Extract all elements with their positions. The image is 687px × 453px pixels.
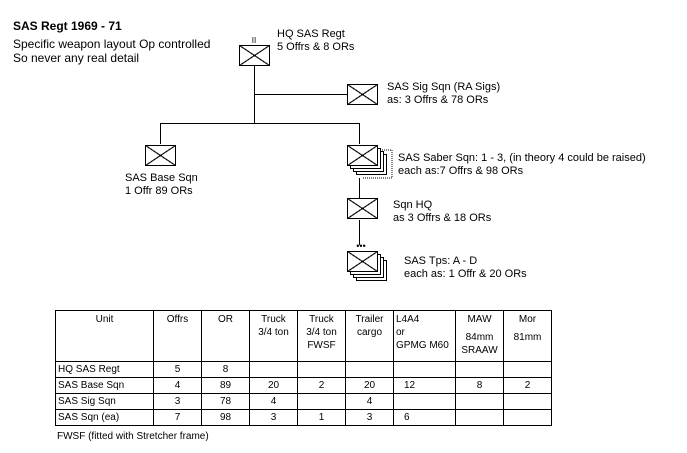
table-cell: [503, 361, 552, 378]
tps-unit-symbol-stack: [347, 251, 387, 281]
table-cell: [297, 361, 346, 378]
note-line-1: Specific weapon layout Op controlled: [13, 37, 211, 51]
hq-label: HQ SAS Regt 5 Offrs & 8 ORs: [277, 28, 354, 54]
table-cell: [345, 361, 394, 378]
col-header-or: OR: [201, 310, 250, 362]
tps-label: SAS Tps: A - D each as: 1 Offr & 20 ORs: [404, 255, 527, 281]
table-cell-unit: SAS Base Sqn: [55, 377, 154, 394]
table-cell: [393, 393, 456, 410]
table-cell: [455, 393, 504, 410]
base-label: SAS Base Sqn 1 Offr 89 ORs: [125, 172, 198, 198]
tps-echelon-marker: •••: [356, 241, 365, 251]
sig-label: SAS Sig Sqn (RA Sigs) as: 3 Offrs & 78 O…: [387, 81, 500, 107]
hq-echelon-marker: II: [252, 36, 256, 45]
table-cell: 98: [201, 409, 250, 426]
saber-unit-symbol-stack: [347, 145, 393, 179]
footnote: FWSF (fitted with Stretcher frame): [57, 431, 209, 442]
sig-strength: as: 3 Offrs & 78 ORs: [387, 94, 489, 106]
table-cell: 6: [393, 409, 456, 426]
sqnhq-label: Sqn HQ as 3 Offrs & 18 ORs: [393, 199, 491, 225]
sig-unit-symbol: [347, 84, 378, 105]
table-cell: 78: [201, 393, 250, 410]
col-header-unit: Unit: [55, 310, 154, 362]
table-cell: 4: [249, 393, 298, 410]
hq-strength: 5 Offrs & 8 ORs: [277, 41, 355, 53]
table-cell: 3: [153, 393, 202, 410]
table-cell: 8: [201, 361, 250, 378]
table-cell: 3: [345, 409, 394, 426]
saber-name: SAS Saber Sqn: 1 - 3, (in theory 4 could…: [398, 152, 646, 164]
sqnhq-unit-symbol: [347, 198, 378, 219]
table-cell-unit: SAS Sig Sqn: [55, 393, 154, 410]
hq-name: HQ SAS Regt: [277, 28, 345, 40]
sig-name: SAS Sig Sqn (RA Sigs): [387, 81, 501, 93]
table-cell-unit: HQ SAS Regt: [55, 361, 154, 378]
note-line-2: So never any real detail: [13, 51, 140, 65]
org-chart: II •••: [145, 36, 393, 281]
base-unit-symbol: [145, 145, 176, 166]
saber-label: SAS Saber Sqn: 1 - 3, (in theory 4 could…: [398, 152, 646, 178]
table-cell: 4: [345, 393, 394, 410]
table-cell: [455, 409, 504, 426]
table-cell: [393, 361, 456, 378]
table-cell: 12: [393, 377, 456, 394]
table-cell: 1: [297, 409, 346, 426]
table-cell: [249, 361, 298, 378]
table-cell: [503, 409, 552, 426]
hq-unit-symbol: [239, 45, 270, 66]
tps-strength: each as: 1 Offr & 20 ORs: [404, 268, 527, 280]
base-strength: 1 Offr 89 ORs: [125, 185, 193, 197]
saber-strength: each as:7 Offrs & 98 ORs: [398, 165, 524, 177]
sqnhq-name: Sqn HQ: [393, 199, 433, 211]
table-cell: 5: [153, 361, 202, 378]
tps-name: SAS Tps: A - D: [404, 255, 478, 267]
sqnhq-strength: as 3 Offrs & 18 ORs: [393, 212, 492, 224]
table-cell: 4: [153, 377, 202, 394]
table-cell: 2: [503, 377, 552, 394]
table-cell: 89: [201, 377, 250, 394]
table-cell-unit: SAS Sqn (ea): [55, 409, 154, 426]
table-cell: 20: [345, 377, 394, 394]
table-cell: 7: [153, 409, 202, 426]
base-name: SAS Base Sqn: [125, 172, 198, 184]
col-header-offrs: Offrs: [153, 310, 202, 362]
table-cell: 2: [297, 377, 346, 394]
table-cell: [297, 393, 346, 410]
table-cell: [503, 393, 552, 410]
table-cell: [455, 361, 504, 378]
chart-title: SAS Regt 1969 - 71: [13, 19, 122, 33]
table-cell: 20: [249, 377, 298, 394]
table-cell: 8: [455, 377, 504, 394]
table-cell: 3: [249, 409, 298, 426]
